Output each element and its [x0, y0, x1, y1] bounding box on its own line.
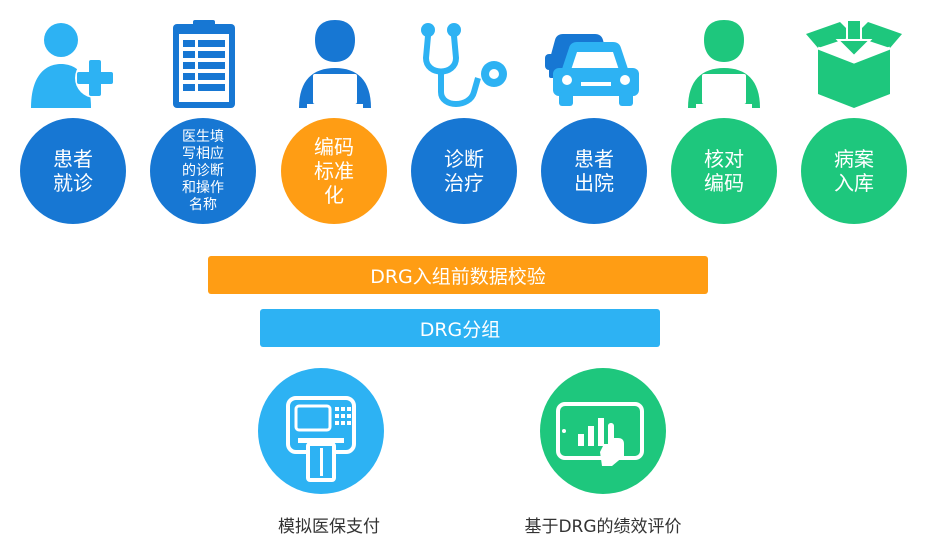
- archive-box-icon: [804, 18, 904, 110]
- step-label: 病案 入库: [834, 147, 874, 195]
- medical-form-icon: [153, 18, 253, 110]
- step-doctor-fill-diagnosis: 医生填 写相应 的诊断 和操作 名称: [150, 118, 256, 224]
- coder-laptop-icon: [285, 18, 385, 110]
- step-label: 患者 就诊: [53, 147, 93, 195]
- step-label: 医生填 写相应 的诊断 和操作 名称: [182, 128, 224, 213]
- step-patient-discharge: 患者 出院: [541, 118, 647, 224]
- drg-validation-bar: DRG入组前数据校验: [208, 256, 708, 294]
- step-diagnosis-treatment: 诊断 治疗: [411, 118, 517, 224]
- payment-terminal-icon: [258, 368, 384, 494]
- step-label: 患者 出院: [574, 147, 614, 195]
- step-label: 诊断 治疗: [444, 147, 484, 195]
- step-verify-coding: 核对 编码: [671, 118, 777, 224]
- checker-laptop-icon: [674, 18, 774, 110]
- drg-grouping-bar: DRG分组: [260, 309, 660, 347]
- step-record-archive: 病案 入库: [801, 118, 907, 224]
- outcome-label-payment: 模拟医保支付: [278, 517, 380, 537]
- car-icon: [543, 18, 643, 110]
- outcome-label-performance: 基于DRG的绩效评价: [524, 517, 682, 537]
- patient-plus-icon: [23, 18, 123, 110]
- step-label: 核对 编码: [704, 147, 744, 195]
- step-patient-visit: 患者 就诊: [20, 118, 126, 224]
- tablet-chart-icon: [540, 368, 666, 494]
- step-code-standardization: 编码 标准 化: [281, 118, 387, 224]
- step-label: 编码 标准 化: [314, 135, 354, 207]
- stethoscope-icon: [414, 18, 514, 110]
